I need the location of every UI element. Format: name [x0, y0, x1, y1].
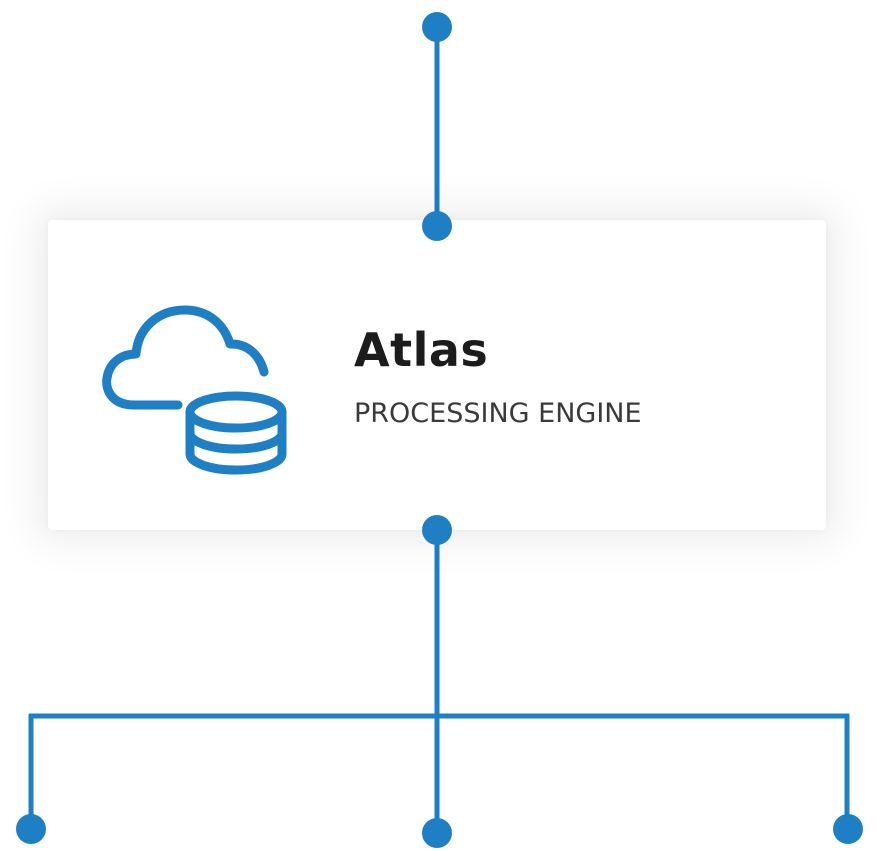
cloud-database-icon	[102, 305, 287, 475]
card-output-node	[422, 515, 452, 545]
component-subtitle: PROCESSING ENGINE	[354, 398, 642, 429]
component-title: Atlas	[354, 323, 489, 377]
card-input-node	[422, 211, 452, 241]
left-output-node	[16, 814, 46, 844]
center-output-node	[422, 818, 452, 848]
right-output-node	[833, 814, 863, 844]
processing-engine-card: Atlas PROCESSING ENGINE	[48, 220, 826, 530]
top-input-node	[422, 12, 452, 42]
